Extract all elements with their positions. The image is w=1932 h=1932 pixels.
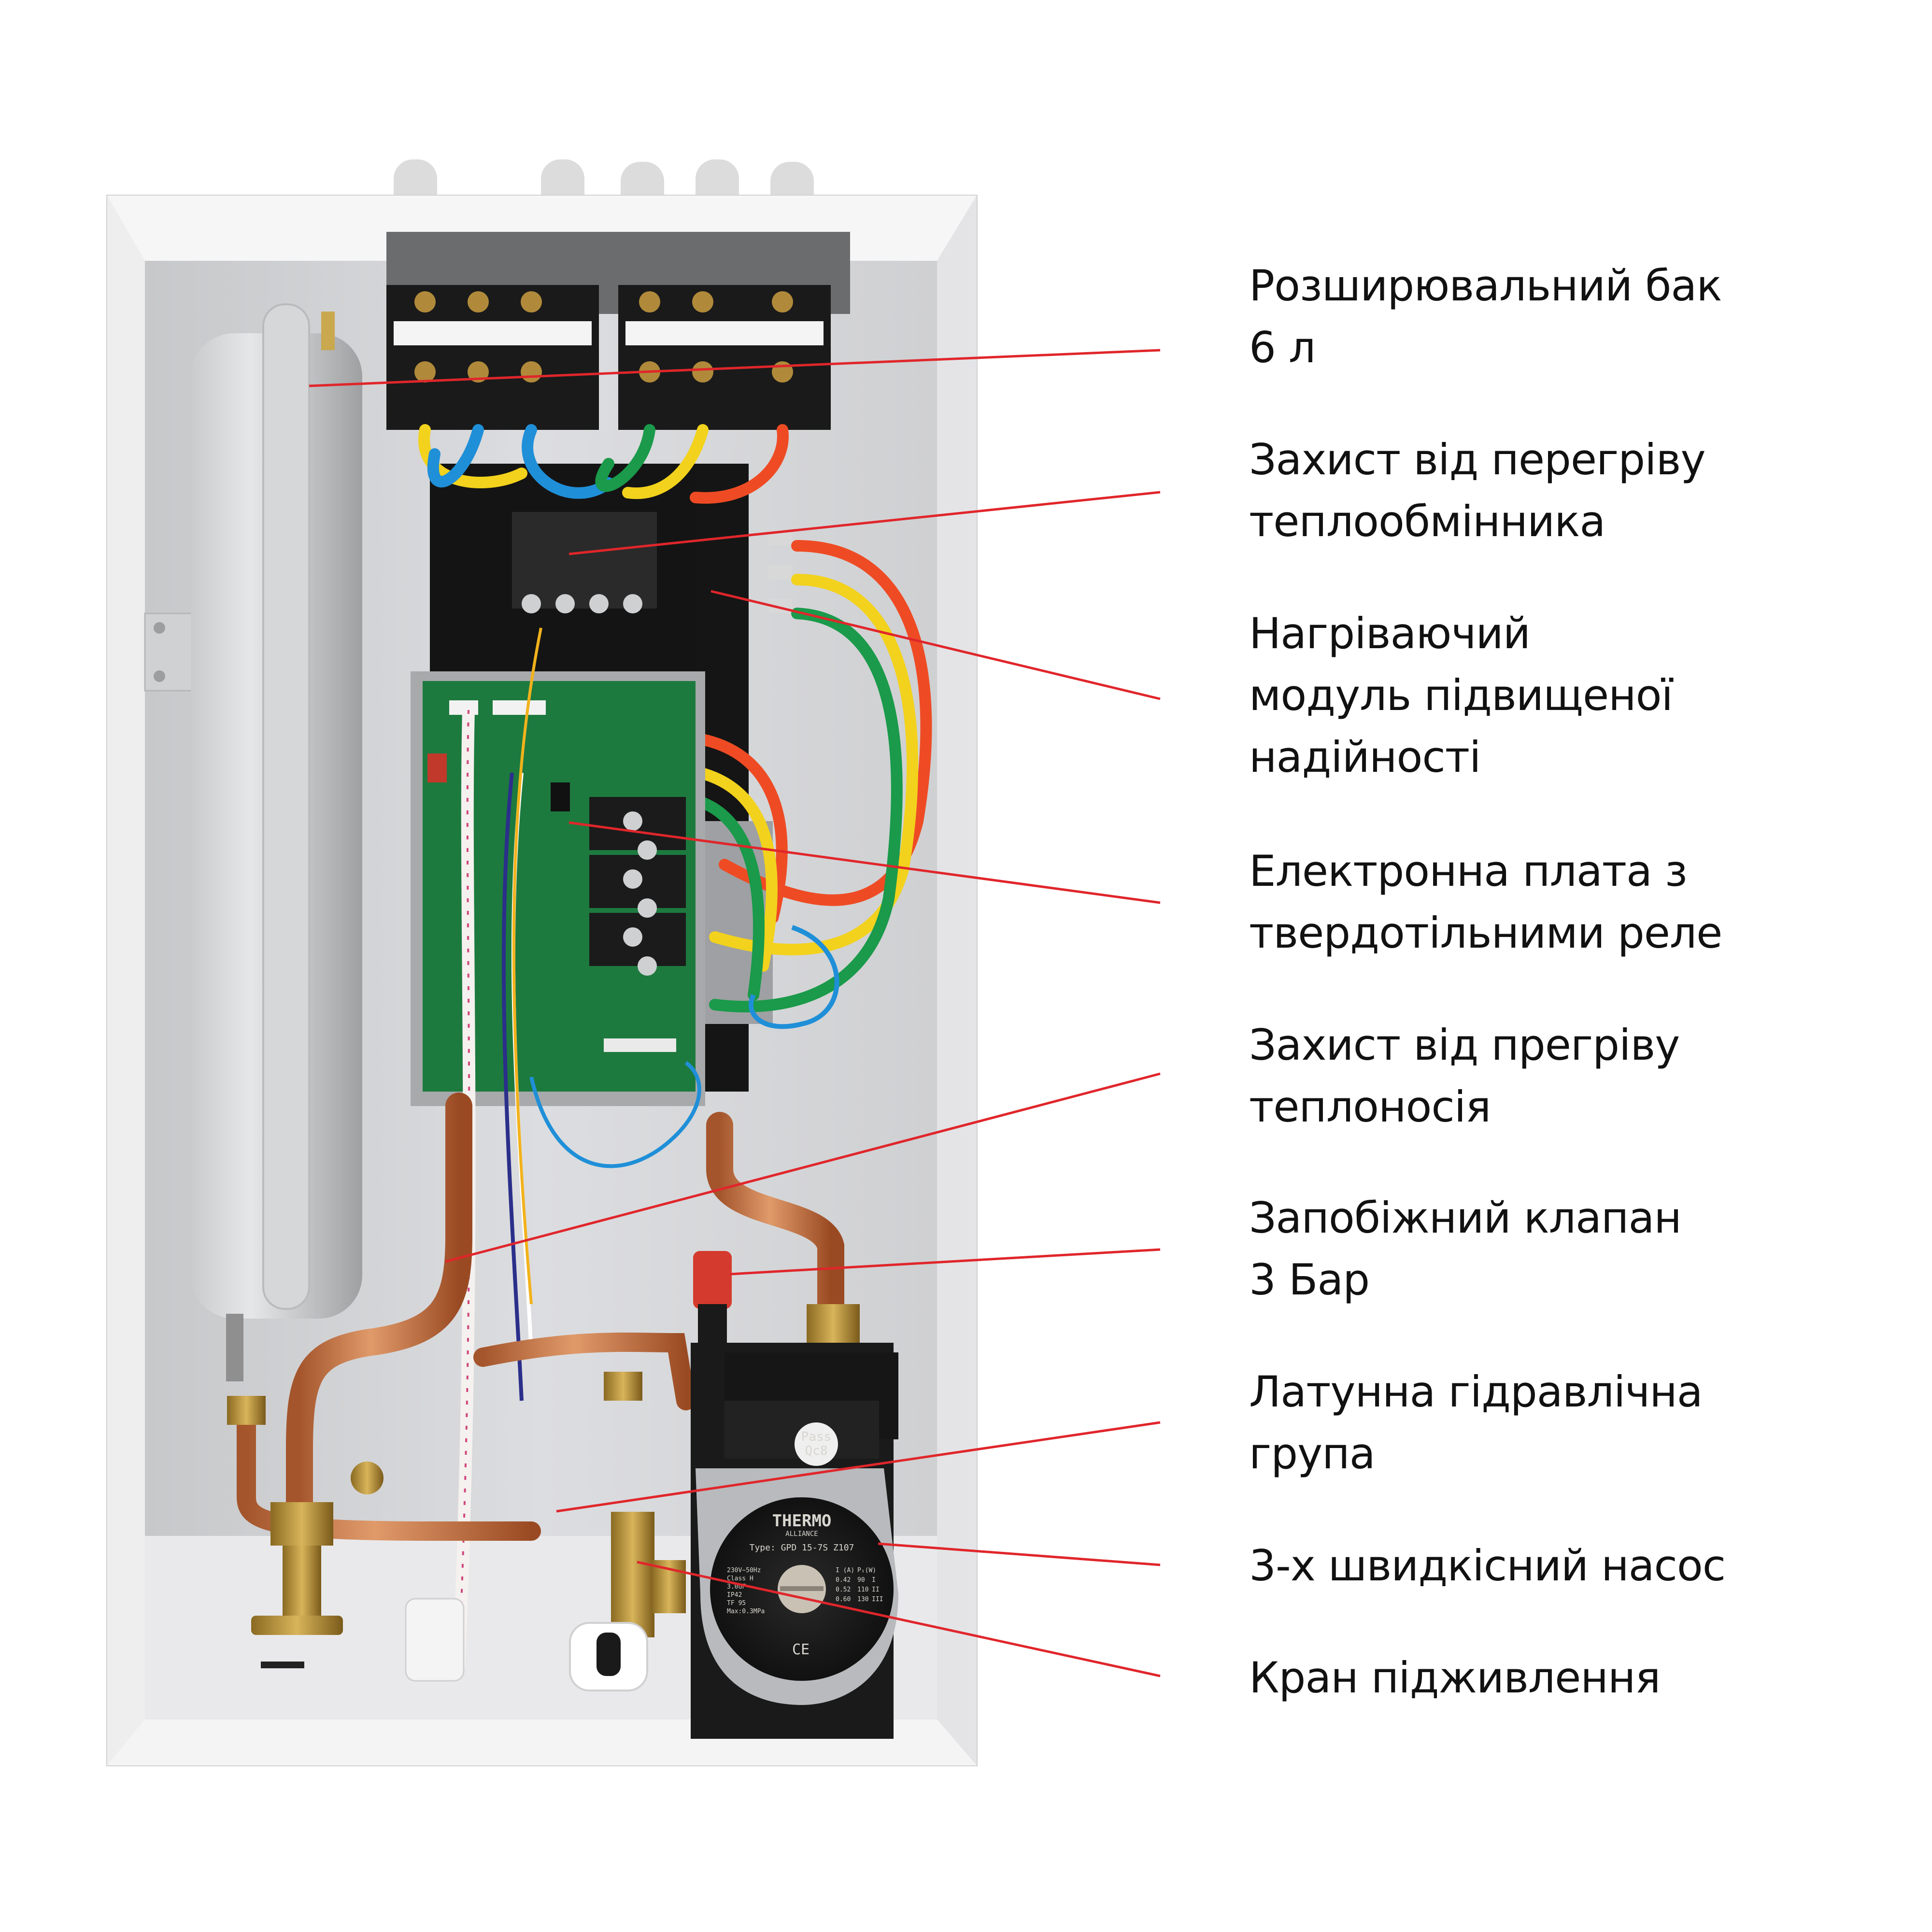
- svg-text:Class H: Class H: [727, 1575, 753, 1582]
- svg-text:P₁(W): P₁(W): [857, 1567, 876, 1574]
- leader-line-fill-valve: [637, 1561, 1161, 1677]
- leader-line-control-board: [568, 821, 1161, 904]
- svg-text:CE: CE: [792, 1641, 810, 1658]
- svg-text:IP42: IP42: [727, 1591, 742, 1599]
- leader-line-expansion-tank: [309, 349, 1161, 387]
- brass-fittings: [227, 1304, 860, 1637]
- callout-line: надійності: [1249, 732, 1481, 782]
- leader-line-pump: [878, 1542, 1161, 1566]
- svg-text:0.42: 0.42: [836, 1577, 851, 1584]
- circulation-pump: Pass Qc8 THERMO ALLIANCE Type: GPD 15-7S…: [691, 1343, 898, 1739]
- fill-valve-part: [405, 1598, 648, 1691]
- svg-text:Type: GPD 15-7S Z107: Type: GPD 15-7S Z107: [750, 1543, 854, 1553]
- svg-text:Pass: Pass: [801, 1430, 832, 1444]
- callout-fill-valve: Кран підживлення: [1249, 1647, 1661, 1709]
- callout-line: Розширювальний бак: [1249, 261, 1722, 311]
- callout-line: 3-х швидкісний насос: [1249, 1541, 1726, 1591]
- leader-line-safety-valve: [729, 1248, 1161, 1276]
- svg-text:Qc8: Qc8: [805, 1444, 828, 1458]
- callout-three-speed-pump: 3-х швидкісний насос: [1249, 1535, 1726, 1597]
- svg-text:130: 130: [857, 1596, 868, 1603]
- svg-text:II: II: [872, 1586, 880, 1593]
- control-board: [411, 671, 705, 1106]
- svg-text:90: 90: [857, 1577, 865, 1584]
- copper-pipes: [237, 1093, 844, 1604]
- svg-text:ALLIANCE: ALLIANCE: [785, 1530, 818, 1538]
- callout-expansion-tank: Розширювальний бак 6 л: [1249, 255, 1722, 379]
- callout-heat-exchanger-overheat: Захист від перегріву теплообмінника: [1249, 429, 1706, 553]
- callout-line: теплоносія: [1249, 1082, 1491, 1132]
- callout-control-board: Електронна плата з твердотільними реле: [1249, 840, 1722, 964]
- callout-brass-hydraulic-group: Латунна гідравлічна група: [1249, 1361, 1703, 1485]
- callout-leader-lines: [309, 349, 1161, 1677]
- callout-line: 3 Бар: [1249, 1255, 1370, 1305]
- leader-line-heat-exchanger-overheat: [568, 491, 1161, 555]
- callout-line: Захист від перегріву: [1249, 435, 1706, 484]
- callout-coolant-overheat: Захист від прегріву теплоносія: [1249, 1014, 1680, 1138]
- callout-heating-module: Нагріваючий модуль підвищеної надійності: [1249, 603, 1673, 788]
- callout-line: Запобіжний клапан: [1249, 1193, 1682, 1243]
- terminal-blocks: [386, 232, 850, 430]
- svg-text:Max:0.3MPa: Max:0.3MPa: [727, 1608, 765, 1615]
- svg-text:I: I: [872, 1577, 876, 1584]
- callout-line: теплообмінника: [1249, 497, 1605, 546]
- svg-text:0.60: 0.60: [836, 1596, 851, 1603]
- svg-text:III: III: [872, 1596, 883, 1603]
- callout-line: твердотільними реле: [1249, 908, 1722, 958]
- callout-line: Електронна плата з: [1249, 846, 1688, 896]
- callout-safety-valve: Запобіжний клапан 3 Бар: [1249, 1187, 1682, 1311]
- leader-line-brass-group: [556, 1421, 1161, 1513]
- svg-text:230V~50Hz: 230V~50Hz: [727, 1567, 761, 1574]
- expansion-tank: [191, 303, 362, 1381]
- leader-line-coolant-overheat: [445, 1072, 1161, 1263]
- callout-line: група: [1249, 1429, 1376, 1478]
- callout-line: 6 л: [1249, 323, 1316, 372]
- svg-text:0.52: 0.52: [836, 1586, 851, 1593]
- callout-line: модуль підвищеної: [1249, 670, 1673, 720]
- svg-text:TF 95: TF 95: [727, 1600, 746, 1607]
- callout-line: Латунна гідравлічна: [1249, 1367, 1703, 1417]
- power-wires: [418, 424, 932, 1013]
- svg-text:110: 110: [857, 1586, 868, 1593]
- svg-text:I (A): I (A): [836, 1567, 854, 1574]
- callout-line: Нагріваючий: [1249, 609, 1531, 658]
- callout-line: Захист від прегріву: [1249, 1020, 1680, 1070]
- callout-line: Кран підживлення: [1249, 1653, 1661, 1703]
- leader-line-heating-module: [710, 590, 1161, 700]
- signal-wire-bundle: [453, 627, 839, 1667]
- svg-text:THERMO: THERMO: [772, 1511, 832, 1531]
- safety-valve: [693, 1251, 732, 1343]
